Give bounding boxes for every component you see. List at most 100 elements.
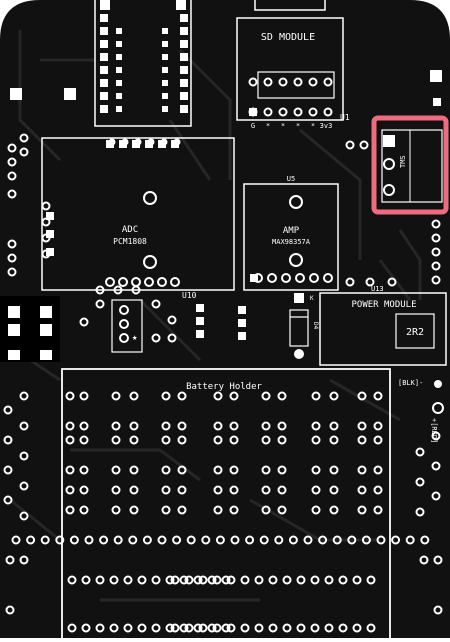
pad — [145, 140, 153, 148]
pad — [373, 435, 383, 445]
pad — [105, 277, 115, 287]
pad — [261, 465, 271, 475]
pad — [387, 277, 397, 287]
pad — [357, 505, 367, 515]
pad — [245, 535, 255, 545]
pad — [268, 623, 278, 633]
pad — [240, 575, 250, 585]
pad — [212, 623, 222, 633]
pad — [196, 304, 204, 312]
pad — [129, 485, 139, 495]
pad — [119, 305, 129, 315]
pad — [277, 421, 287, 431]
pad — [373, 505, 383, 515]
pad — [311, 485, 321, 495]
pad — [345, 140, 355, 150]
pad — [198, 575, 208, 585]
pad — [373, 421, 383, 431]
pad — [198, 623, 208, 633]
pad — [26, 535, 36, 545]
pad — [162, 28, 168, 34]
pad — [308, 107, 318, 117]
battery-holder-label: Battery Holder — [186, 382, 262, 392]
pad — [238, 332, 246, 340]
pad — [65, 465, 75, 475]
pad — [177, 435, 187, 445]
pad — [144, 277, 154, 287]
pad — [162, 106, 168, 112]
pad — [329, 391, 339, 401]
pad — [431, 491, 441, 501]
amp-pin-pads — [250, 273, 333, 283]
pad — [230, 535, 240, 545]
pad — [431, 275, 441, 285]
pad — [274, 535, 284, 545]
pad — [161, 505, 171, 515]
pad — [40, 535, 50, 545]
pad — [171, 140, 179, 148]
pad — [420, 535, 430, 545]
pad — [332, 535, 342, 545]
pad — [95, 299, 105, 309]
pad — [7, 143, 17, 153]
pad — [100, 105, 108, 113]
pad — [261, 421, 271, 431]
pad — [323, 77, 333, 87]
pad — [180, 66, 188, 74]
pad — [431, 247, 441, 257]
pad — [151, 575, 161, 585]
pad — [415, 447, 425, 457]
pad — [207, 575, 217, 585]
sd-module-ref: U1 — [340, 113, 350, 122]
pad — [249, 108, 257, 116]
power-red-label: +[RED] — [430, 418, 438, 443]
pad — [278, 77, 288, 87]
pad — [79, 391, 89, 401]
pad — [347, 535, 357, 545]
pad — [308, 77, 318, 87]
pad — [405, 535, 415, 545]
pad — [151, 333, 161, 343]
pad — [373, 465, 383, 475]
pad — [123, 575, 133, 585]
pad — [170, 623, 180, 633]
pad — [277, 465, 287, 475]
pad — [267, 273, 277, 283]
pad — [186, 535, 196, 545]
pin-label: * — [311, 122, 315, 130]
pad — [7, 189, 17, 199]
pad — [177, 465, 187, 475]
pad — [226, 575, 236, 585]
pad — [69, 535, 79, 545]
pad — [324, 575, 334, 585]
pad — [213, 485, 223, 495]
pad — [7, 157, 17, 167]
pad — [111, 391, 121, 401]
pad — [129, 421, 139, 431]
pad — [431, 431, 441, 441]
pad — [324, 623, 334, 633]
pad — [248, 77, 258, 87]
pad — [357, 465, 367, 475]
pad — [119, 140, 127, 148]
pad — [116, 67, 122, 73]
pad — [111, 421, 121, 431]
pad — [162, 80, 168, 86]
pad — [109, 623, 119, 633]
pad — [55, 535, 65, 545]
pin-label: * — [266, 122, 270, 130]
pad — [95, 623, 105, 633]
pad — [129, 391, 139, 401]
pad — [167, 315, 177, 325]
pad — [309, 273, 319, 283]
pad — [310, 575, 320, 585]
pad — [261, 505, 271, 515]
pad — [226, 623, 236, 633]
pad — [215, 535, 225, 545]
pad — [158, 140, 166, 148]
pad — [109, 575, 119, 585]
pad — [357, 421, 367, 431]
pad — [263, 77, 273, 87]
pad — [65, 391, 75, 401]
